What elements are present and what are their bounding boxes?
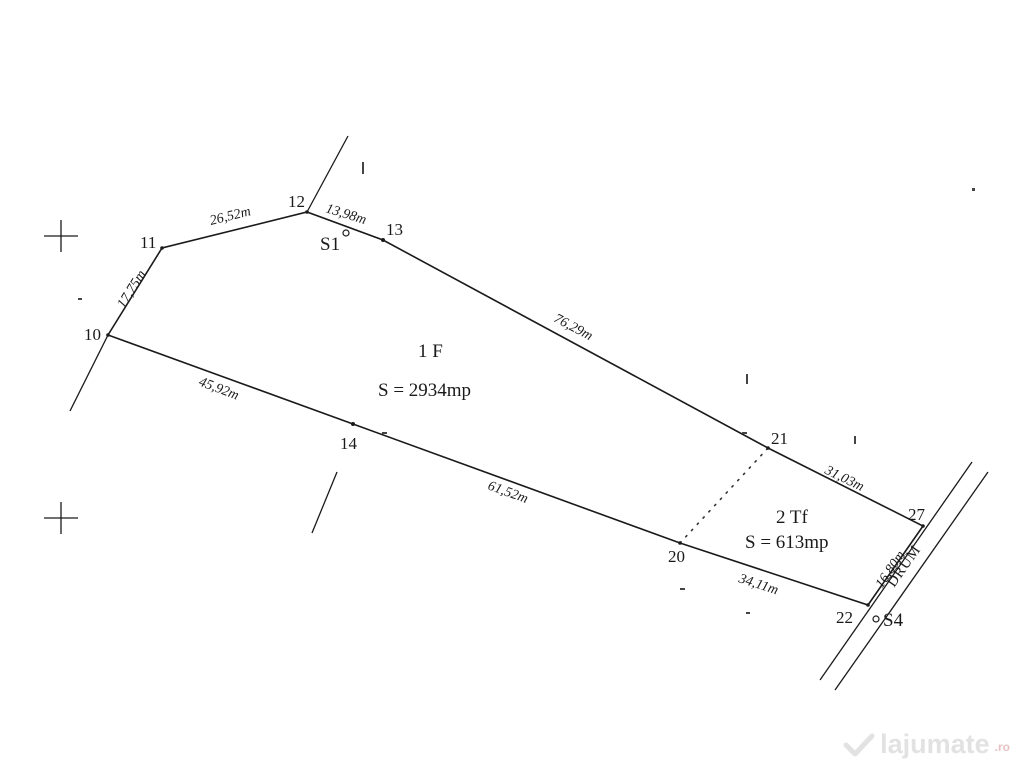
scan-specks [78, 162, 975, 614]
grid-cross-lower [44, 502, 78, 534]
length-label-20-14: 61,52m [486, 479, 530, 507]
point-label-21: 21 [771, 429, 788, 448]
grid-cross-upper [44, 220, 78, 252]
length-label-14-10: 45,92m [197, 375, 241, 404]
neighbor-line-top [306, 135, 349, 213]
heart-check-icon [843, 733, 875, 756]
vertex-dots [106, 210, 925, 607]
parcel-boundary [106, 211, 925, 606]
road-line-inner [834, 471, 989, 691]
station-s4: S4 [872, 610, 904, 631]
parcel-1-area: S = 2934mp [378, 380, 471, 401]
station-s1: S1 [320, 229, 350, 255]
parcel-1-name: 1 F [418, 341, 443, 362]
point-label-13: 13 [386, 220, 403, 239]
point-label-27: 27 [908, 505, 926, 524]
length-label-13-21: 76,29m [551, 311, 595, 344]
svg-text:S4: S4 [883, 610, 904, 631]
length-label-22-20: 34,11m [736, 571, 780, 598]
point-label-11: 11 [140, 233, 156, 252]
road-line-outer [819, 461, 973, 681]
length-label-21-27: 31,03m [821, 463, 866, 495]
svg-text:S1: S1 [320, 234, 340, 255]
watermark-name: lajumate [880, 729, 990, 759]
parcel-2-area: S = 613mp [745, 532, 829, 553]
point-label-10: 10 [84, 325, 101, 344]
point-label-20: 20 [668, 547, 685, 566]
division-line-20-21 [679, 447, 769, 544]
neighbor-line-mid [311, 471, 338, 534]
point-label-14: 14 [340, 434, 358, 453]
length-label-11-12: 26,52m [208, 204, 252, 229]
length-label-10-11: 17,75m [115, 268, 150, 311]
site-watermark: lajumate .ro [842, 729, 1010, 760]
parcel-2-name: 2 Tf [776, 507, 809, 528]
watermark-suffix: .ro [994, 740, 1010, 754]
length-label-12-13: 13,98m [324, 201, 368, 228]
point-label-22: 22 [836, 608, 853, 627]
neighbor-line-left [69, 334, 109, 412]
point-label-12: 12 [288, 192, 305, 211]
